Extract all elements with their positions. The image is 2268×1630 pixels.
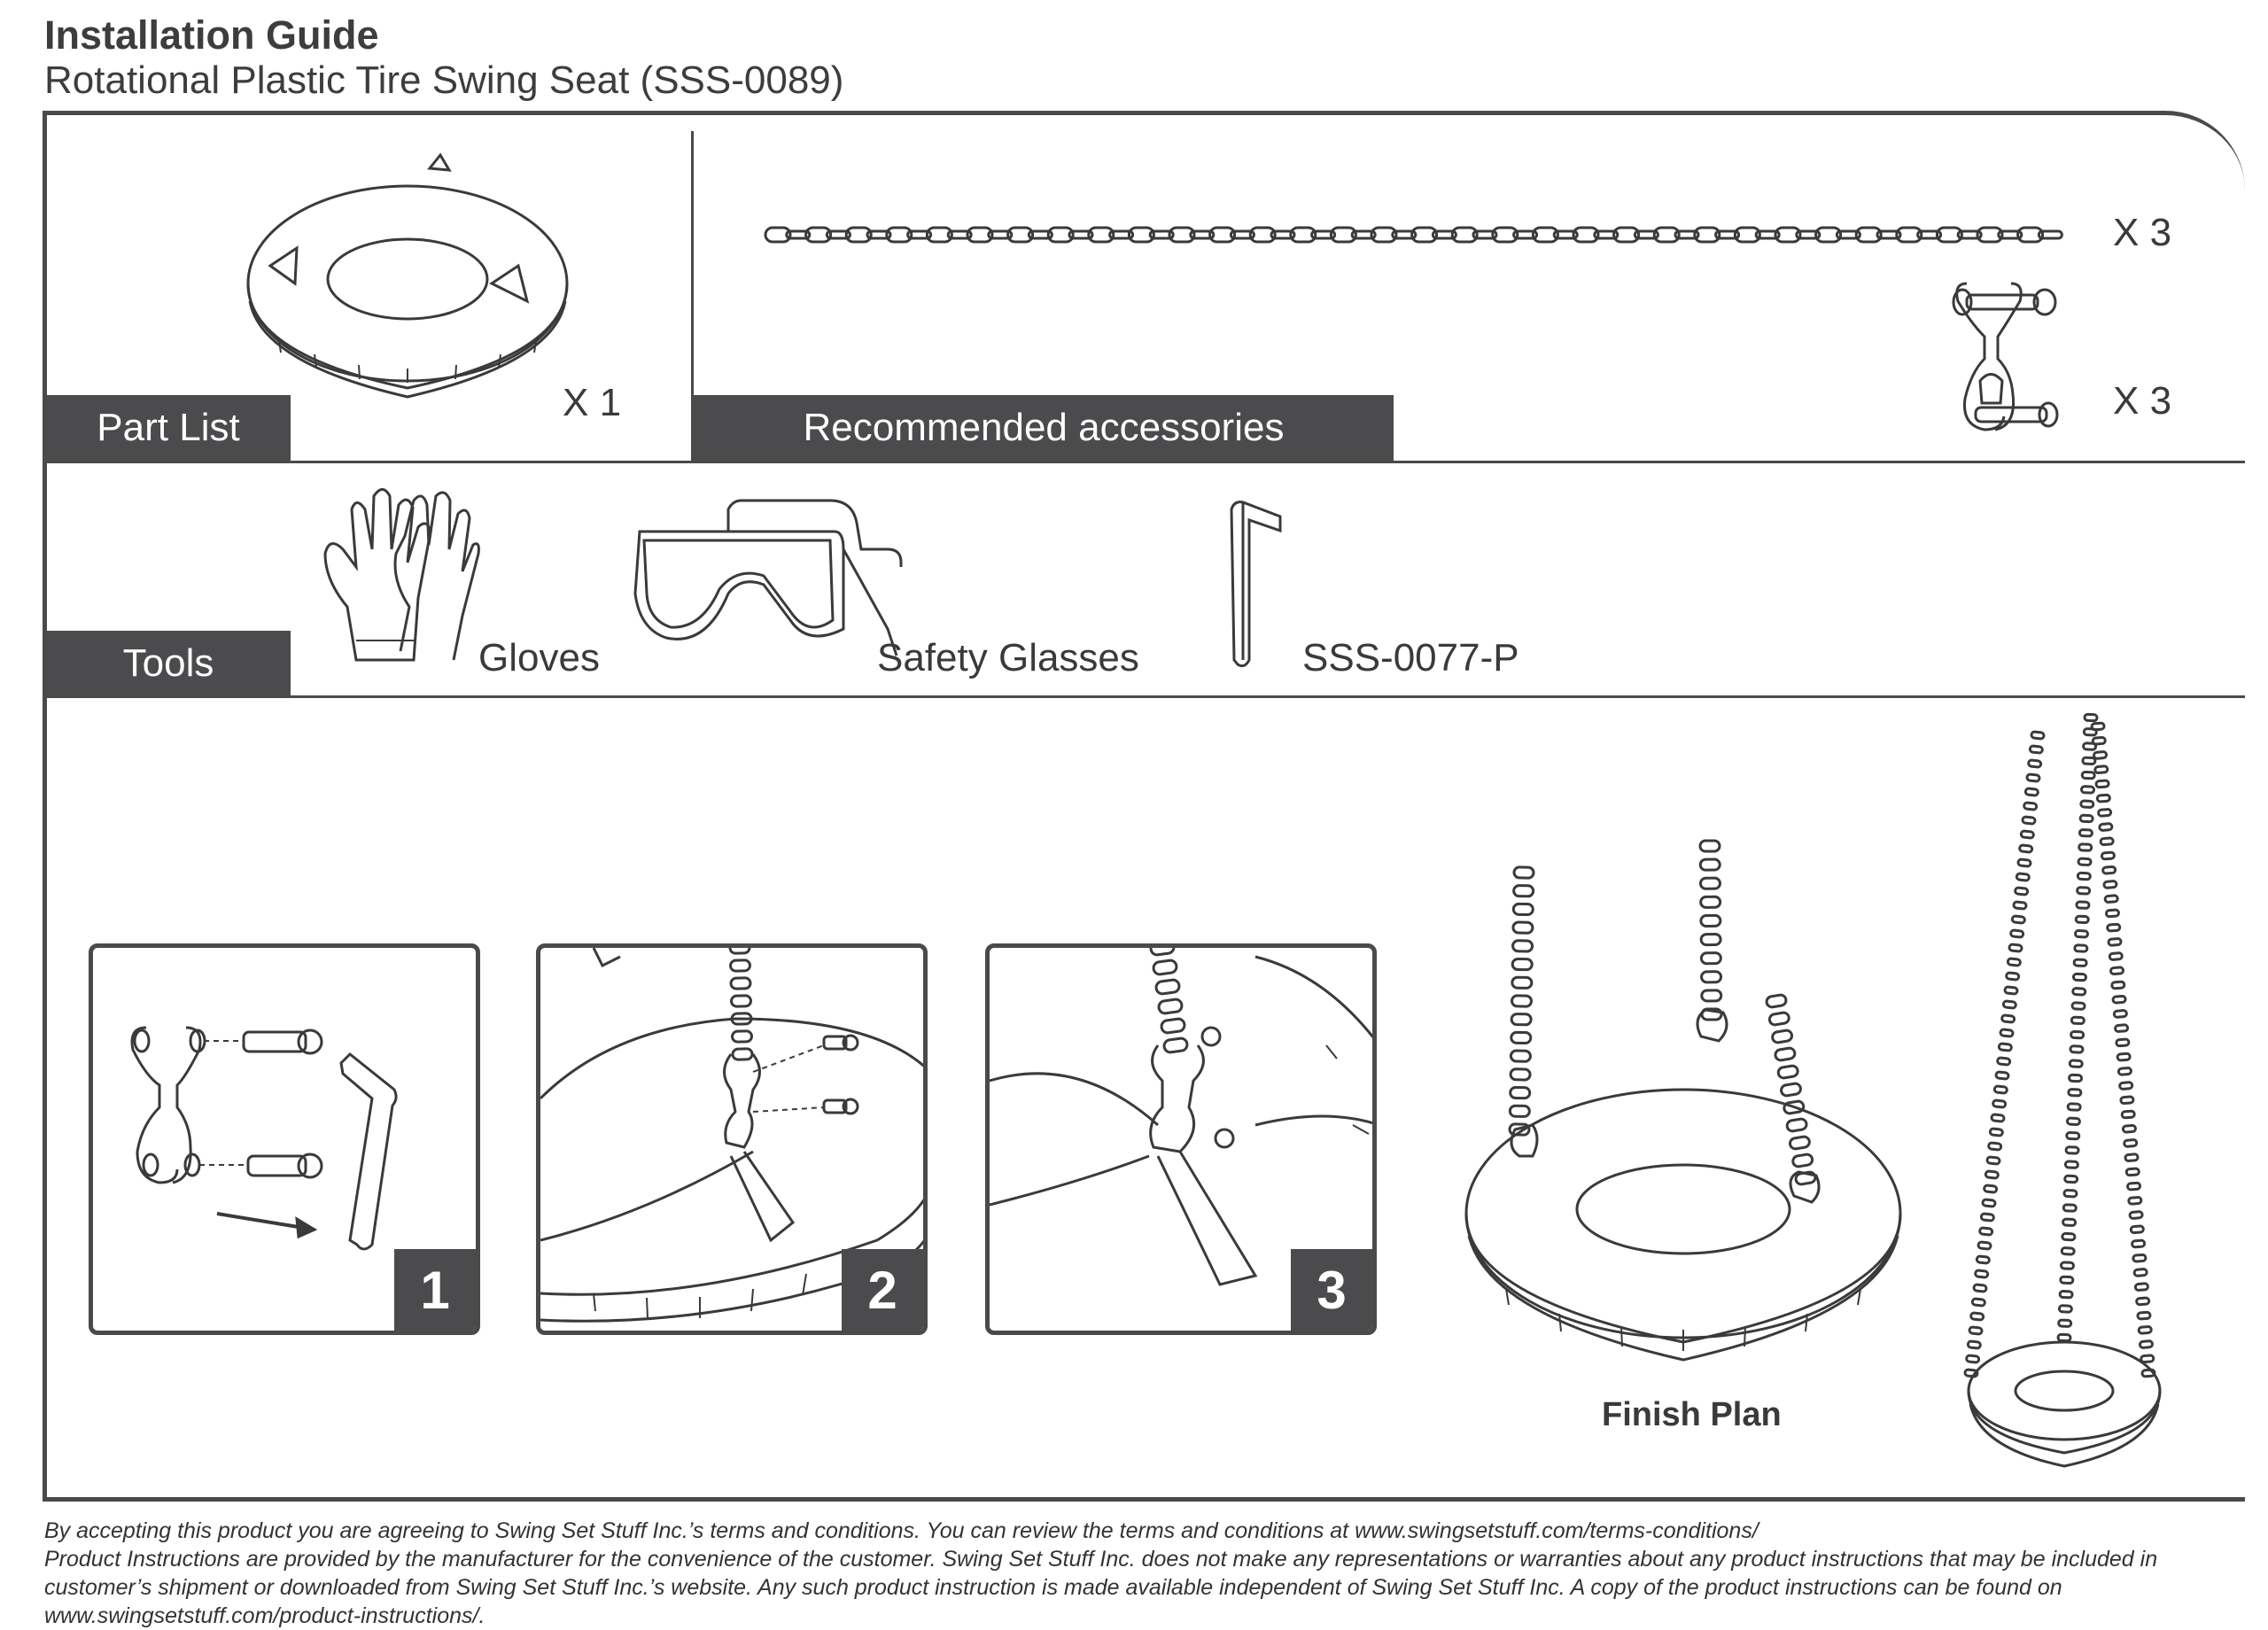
shackle-quantity: X 3 xyxy=(2113,379,2172,423)
step-3-illustration xyxy=(990,948,1372,1286)
hanging-swing-illustration xyxy=(1958,712,2171,1493)
page-title: Installation Guide xyxy=(44,12,379,58)
section-divider-vertical xyxy=(691,131,694,461)
tool-label-gloves: Gloves xyxy=(478,636,600,679)
hex-key-icon xyxy=(1227,501,1289,673)
step-2-illustration xyxy=(540,948,923,1323)
gloves-icon xyxy=(321,483,480,673)
step-2-number: 2 xyxy=(842,1249,923,1331)
section-divider-1 xyxy=(46,461,2245,463)
tool-label-safety-glasses: Safety Glasses xyxy=(877,636,1139,679)
step-1-number: 1 xyxy=(394,1249,476,1331)
step-2-panel: 2 xyxy=(536,943,928,1335)
disclaimer-terms: By accepting this product you are agreei… xyxy=(44,1518,1759,1543)
finish-plan-label: Finish Plan xyxy=(1602,1396,1782,1433)
tools-label: Tools xyxy=(46,631,291,695)
step-1-panel: 1 xyxy=(89,943,480,1335)
tire-icon xyxy=(244,151,571,412)
disclaimer-instructions: Product Instructions are provided by the… xyxy=(44,1547,2158,1628)
step-1-illustration xyxy=(130,1026,398,1251)
tire-quantity: X 1 xyxy=(563,381,622,424)
chain-quantity: X 3 xyxy=(2113,211,2172,254)
part-list-label: Part List xyxy=(46,395,291,461)
step-3-panel: 3 xyxy=(985,943,1377,1335)
page-subtitle: Rotational Plastic Tire Swing Seat (SSS-… xyxy=(44,58,844,102)
recommended-accessories-label: Recommended accessories xyxy=(694,395,1394,461)
safety-glasses-icon xyxy=(631,496,905,669)
disclaimer: By accepting this product you are agreei… xyxy=(44,1517,2250,1630)
finish-plan-illustration xyxy=(1453,839,1914,1373)
tool-label-hex-key: SSS-0077-P xyxy=(1302,636,1519,679)
section-divider-2 xyxy=(46,695,2245,698)
step-3-number: 3 xyxy=(1291,1249,1372,1331)
instruction-frame xyxy=(43,111,2245,1502)
shackle-icon xyxy=(1949,270,2064,443)
chain-icon xyxy=(764,221,2063,252)
